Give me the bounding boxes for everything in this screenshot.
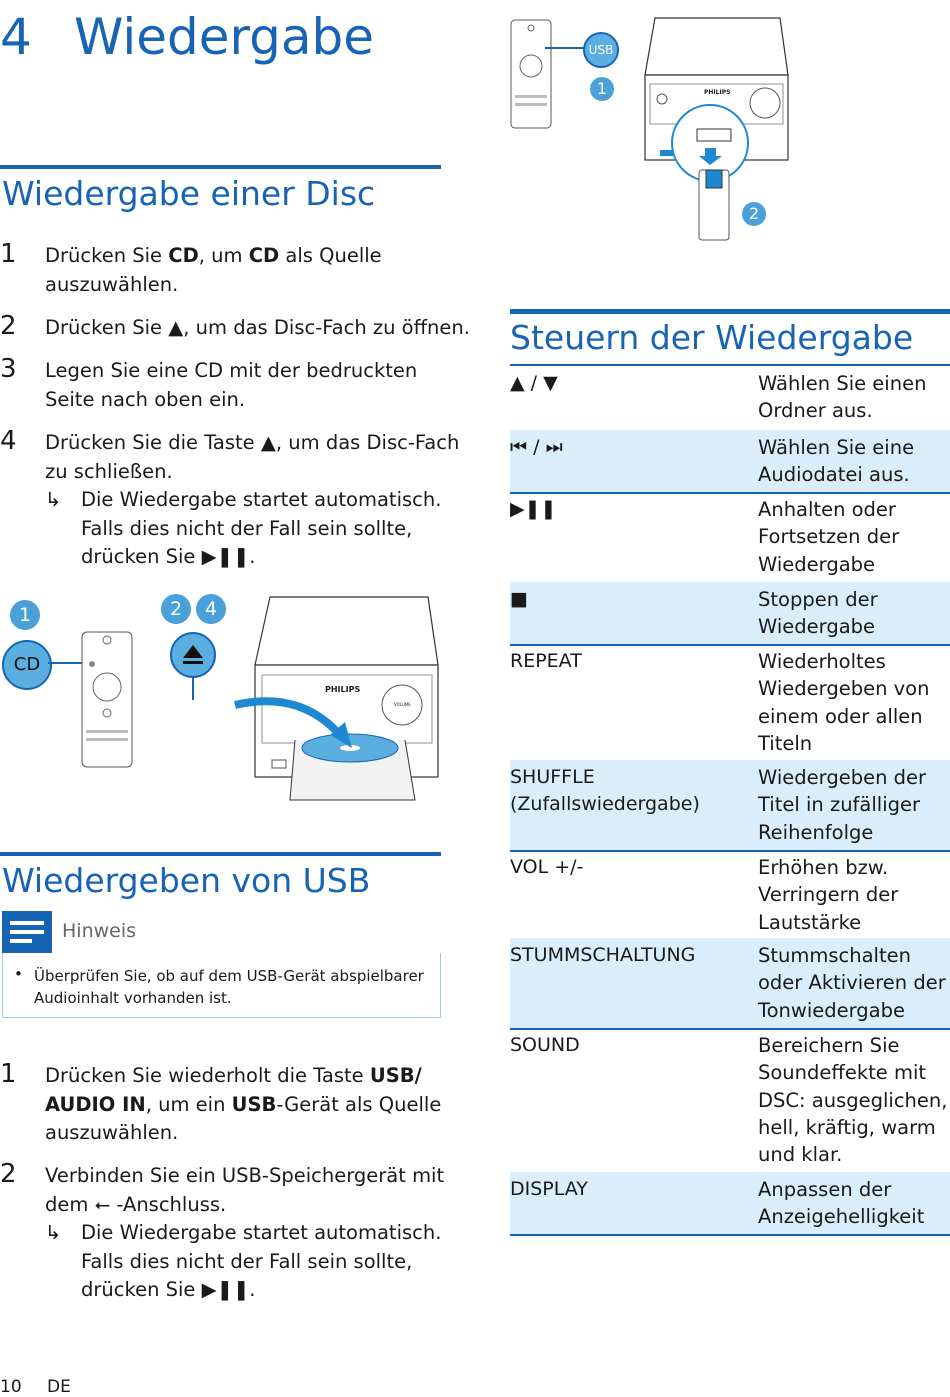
row-key: SHUFFLE(Zufallswiedergabe) xyxy=(510,766,700,815)
note-label: Hinweis xyxy=(62,920,137,942)
row-key: SOUND xyxy=(510,1034,580,1056)
note-box xyxy=(2,953,441,1018)
usb-device-brand: PHILIPS xyxy=(704,89,731,96)
note-icon xyxy=(2,911,52,953)
result-arrow-icon: ↳ xyxy=(45,1221,62,1244)
row-key: REPEAT xyxy=(510,650,582,672)
section-rule xyxy=(0,165,441,169)
control-heading: Steuern der Wiedergabe xyxy=(510,318,914,357)
chapter-title: 4 Wiedergabe xyxy=(0,8,374,66)
step-number: 2 xyxy=(0,1159,17,1189)
result-text: Die Wiedergabe startet automatisch.Falls… xyxy=(81,488,442,568)
usb-heading: Wiedergeben von USB xyxy=(2,861,371,900)
step-number: 4 xyxy=(0,426,17,456)
row-key: ⏮ / ⏭ xyxy=(510,436,563,458)
row-key: STUMMSCHALTUNG xyxy=(510,944,696,966)
section-rule xyxy=(0,852,441,856)
result-arrow-icon: ↳ xyxy=(45,488,62,511)
step-text: Drücken Sie wiederholt die Taste USB/AUD… xyxy=(45,1064,442,1144)
table-top-rule xyxy=(510,364,950,366)
step-number: 1 xyxy=(0,239,17,269)
result-text: Die Wiedergabe startet automatisch.Falls… xyxy=(81,1221,442,1301)
step-text: Drücken Sie ▲, um das Disc-Fach zu öffne… xyxy=(45,316,470,339)
row-key: ▲ / ▼ xyxy=(510,372,558,394)
device-knob-label: VOLUME xyxy=(394,702,411,707)
callout-4: 4 xyxy=(196,594,226,624)
row-key: VOL +/- xyxy=(510,856,584,878)
step-number: 3 xyxy=(0,354,17,384)
disc-heading: Wiedergabe einer Disc xyxy=(2,174,376,213)
usb-callout-2: 2 xyxy=(742,202,766,226)
table-row: SHUFFLE(Zufallswiedergabe) Wiedergeben de… xyxy=(510,760,950,852)
row-key: DISPLAY xyxy=(510,1178,588,1200)
row-key: ■ xyxy=(510,588,528,610)
device-brand: PHILIPS xyxy=(325,685,361,694)
callout-2: 2 xyxy=(161,594,191,624)
cd-button: CD xyxy=(2,640,52,690)
chapter-name: Wiedergabe xyxy=(74,8,375,66)
step-number: 1 xyxy=(0,1059,17,1089)
page-number: 10 xyxy=(0,1377,22,1397)
section-rule xyxy=(510,309,950,314)
note-bullet: • xyxy=(14,965,23,983)
page-language: DE xyxy=(47,1377,71,1397)
usb-button: USB xyxy=(588,43,614,57)
step-text: Drücken Sie die Taste ▲, um das Disc-Fac… xyxy=(45,431,460,483)
step-number: 2 xyxy=(0,311,17,341)
row-key: ▶❚❚ xyxy=(510,498,557,520)
note-text: Überprüfen Sie, ob auf dem USB-Gerät abs… xyxy=(34,967,424,1007)
chapter-number: 4 xyxy=(0,8,32,66)
callout-1: 1 xyxy=(10,600,40,630)
usb-callout-1: 1 xyxy=(590,77,614,101)
